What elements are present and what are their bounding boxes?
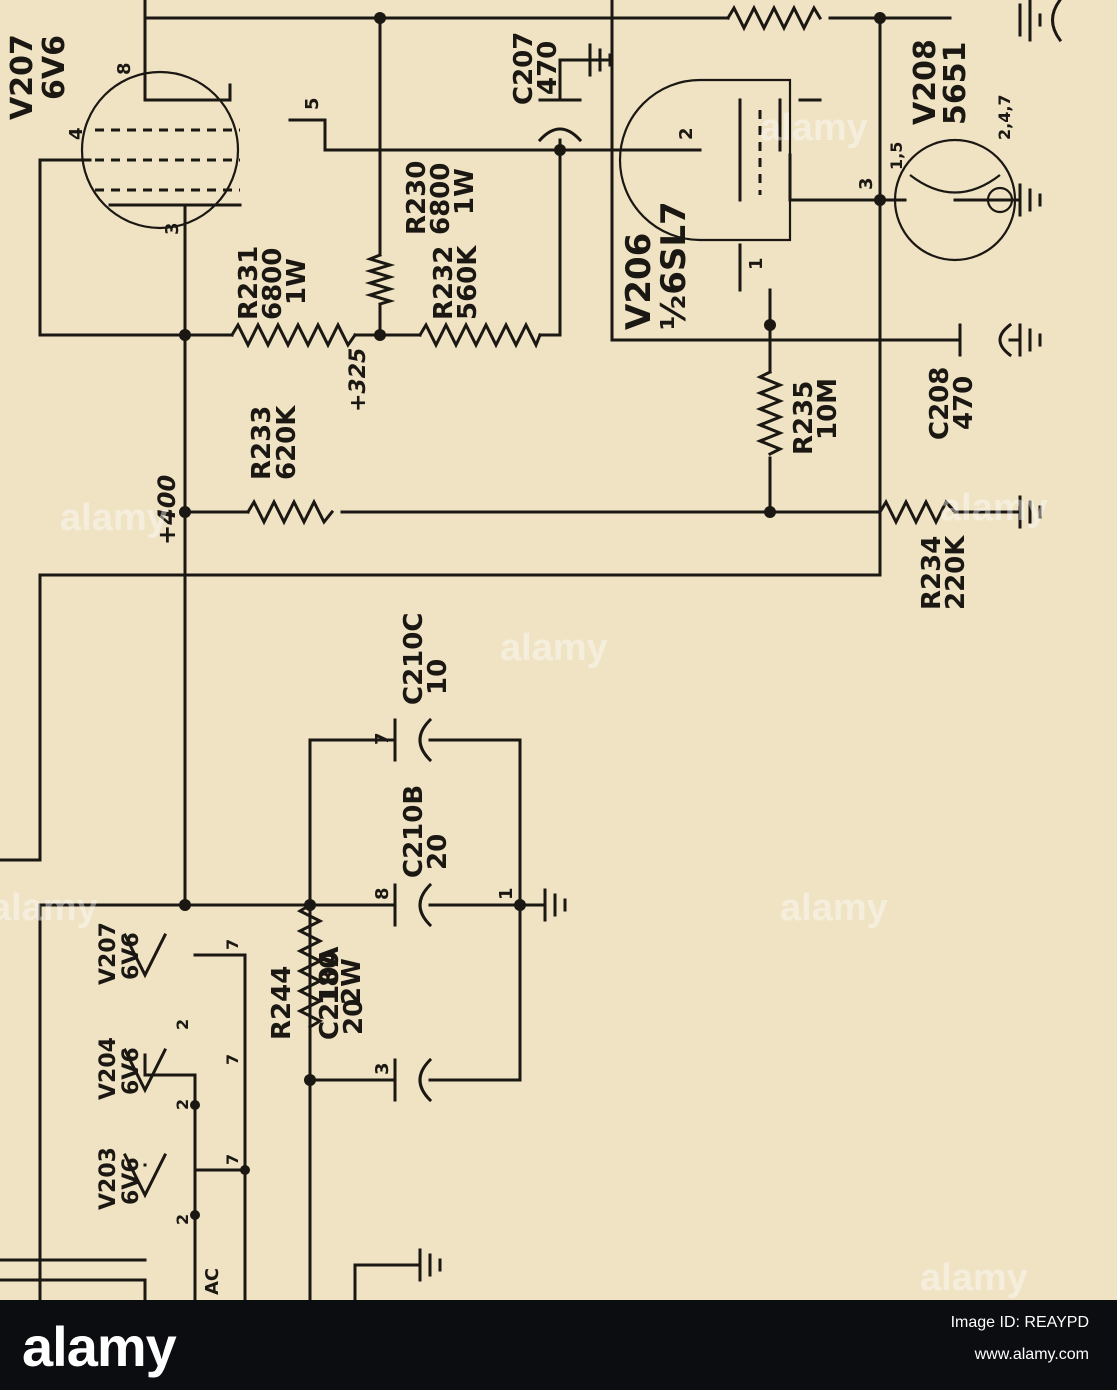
label-r235-value: 10M <box>813 378 843 440</box>
watermark: alamy <box>500 627 608 669</box>
capacitor-c210b <box>393 882 433 928</box>
resistors <box>229 4 958 1030</box>
pin-v207-4: 4 <box>66 127 87 140</box>
label-c210b-value: 20 <box>423 834 453 870</box>
pin-heater-v203-a: 7 <box>223 1154 242 1165</box>
schematic-diagram: V207 6V6 V206 ½6SL7 V208 5651 R231 6800 … <box>0 0 1063 1300</box>
labels: V207 6V6 V206 ½6SL7 V208 5651 R231 6800 … <box>5 32 1014 1295</box>
pin-v206-2: 2 <box>676 127 697 140</box>
pin-v207-5: 5 <box>302 97 323 110</box>
label-r244-value: 180 <box>315 951 345 1005</box>
label-r230-rating: 1W <box>450 168 480 215</box>
pin-v208-15: 1,5 <box>887 142 906 170</box>
resistor-r244 <box>296 902 324 1030</box>
label-c210b-ref: C210B <box>399 785 429 878</box>
capacitor-c207 <box>537 98 583 143</box>
pin-v206-3: 3 <box>856 177 877 190</box>
pin-v207-8: 8 <box>114 62 135 75</box>
label-r233-value: 620K <box>272 405 302 480</box>
label-r234-ref: R234 <box>917 536 947 610</box>
label-r231-value: 6800 <box>258 248 288 320</box>
pin-heater-v207-b: 2 <box>173 1019 192 1030</box>
resistor-r-top <box>725 4 823 32</box>
label-c210a-ref: C210A <box>315 947 345 1040</box>
label-c207-value: 470 <box>533 41 563 95</box>
resistor-r230 <box>364 253 396 306</box>
label-heater-v204-type: 6V6 <box>119 1047 144 1095</box>
resistor-r231 <box>229 321 358 349</box>
label-v208-ref: V208 <box>908 39 943 125</box>
label-heater-v207-type: 6V6 <box>119 932 144 980</box>
label-heater-v207-ref: V207 <box>96 922 121 985</box>
pin-v207-3: 3 <box>162 222 183 235</box>
label-voltage-400: +400 <box>153 475 181 545</box>
label-c208-ref: C208 <box>925 367 955 440</box>
watermarks: alamy alamy alamy alamy alamy alamy alam… <box>0 107 1048 1299</box>
tube-v206 <box>618 78 822 292</box>
label-r234-value: 220K <box>941 535 971 610</box>
pin-heater-v204-a: 7 <box>223 1054 242 1065</box>
label-v206-type: ½6SL7 <box>654 201 694 330</box>
label-r244-ref: R244 <box>267 966 297 1040</box>
capacitor-top-right <box>1028 0 1063 43</box>
capacitors <box>393 0 1063 1103</box>
label-ac: AC <box>202 1268 223 1295</box>
label-r232-value: 560K <box>453 245 483 320</box>
label-heater-v203-type: 6V6 <box>119 1157 144 1205</box>
label-r231-ref: R231 <box>234 246 264 320</box>
pin-heater-v204-b: 2 <box>173 1099 192 1110</box>
label-v207-type: 6V6 <box>37 35 72 100</box>
label-c210c-value: 10 <box>423 659 453 695</box>
footer-url: www.alamy.com <box>974 1346 1089 1363</box>
ground-symbols <box>418 3 1042 1282</box>
label-r232-ref: R232 <box>429 246 459 320</box>
label-c207-ref: C207 <box>509 32 539 105</box>
footer-bar: alamy Image ID: REAYPD www.alamy.com <box>0 1300 1117 1390</box>
watermark: alamy <box>920 1257 1028 1299</box>
wiring <box>0 0 1022 1300</box>
label-voltage-325: +325 <box>346 348 371 412</box>
label-heater-v203-ref: V203 <box>96 1147 121 1210</box>
watermark: alamy <box>60 497 168 539</box>
label-v206-ref: V206 <box>619 233 659 330</box>
label-heater-v204-ref: V204 <box>96 1037 121 1100</box>
label-c208-value: 470 <box>949 376 979 430</box>
pin-heater-v203-b: 2 <box>173 1214 192 1225</box>
capacitor-c208 <box>958 322 1013 358</box>
resistor-r233 <box>245 498 335 526</box>
tube-v208 <box>893 138 1017 262</box>
pin-junction-1: 1 <box>496 887 517 900</box>
footer-image-id: Image ID: REAYPD <box>950 1314 1089 1331</box>
pin-v206-1: 1 <box>746 257 767 270</box>
label-r230-ref: R230 <box>402 161 432 235</box>
label-r244-rating: 2W <box>337 958 367 1005</box>
resistor-r234 <box>877 498 958 526</box>
label-r230-value: 6800 <box>426 163 456 235</box>
resistor-r232 <box>417 321 542 349</box>
label-v207-ref: V207 <box>5 34 40 120</box>
resistor-r235 <box>755 369 785 457</box>
tube-v207 <box>80 58 242 230</box>
label-r235-ref: R235 <box>789 381 819 455</box>
junction-dots <box>179 12 886 1220</box>
pin-c210b: 8 <box>372 887 393 900</box>
pin-v208-247: 2,4,7 <box>995 94 1014 140</box>
watermark: alamy <box>760 107 868 149</box>
heater-filaments <box>122 932 168 1199</box>
label-c210c-ref: C210C <box>399 613 429 705</box>
pin-c210a: 3 <box>372 1062 393 1075</box>
label-v208-type: 5651 <box>938 42 973 126</box>
capacitor-c210c <box>393 717 433 763</box>
watermark: alamy <box>780 887 888 929</box>
label-c210a-value: 20 <box>339 999 369 1035</box>
watermark: alamy <box>940 487 1048 529</box>
pin-heater-v207-a: 7 <box>223 939 242 950</box>
label-r233-ref: R233 <box>247 406 277 480</box>
label-r231-rating: 1W <box>282 258 312 305</box>
footer-logo: alamy <box>22 1315 177 1378</box>
watermark: alamy <box>0 887 98 929</box>
pin-c210c: 7 <box>372 732 393 745</box>
capacitor-c210a <box>393 1057 433 1103</box>
